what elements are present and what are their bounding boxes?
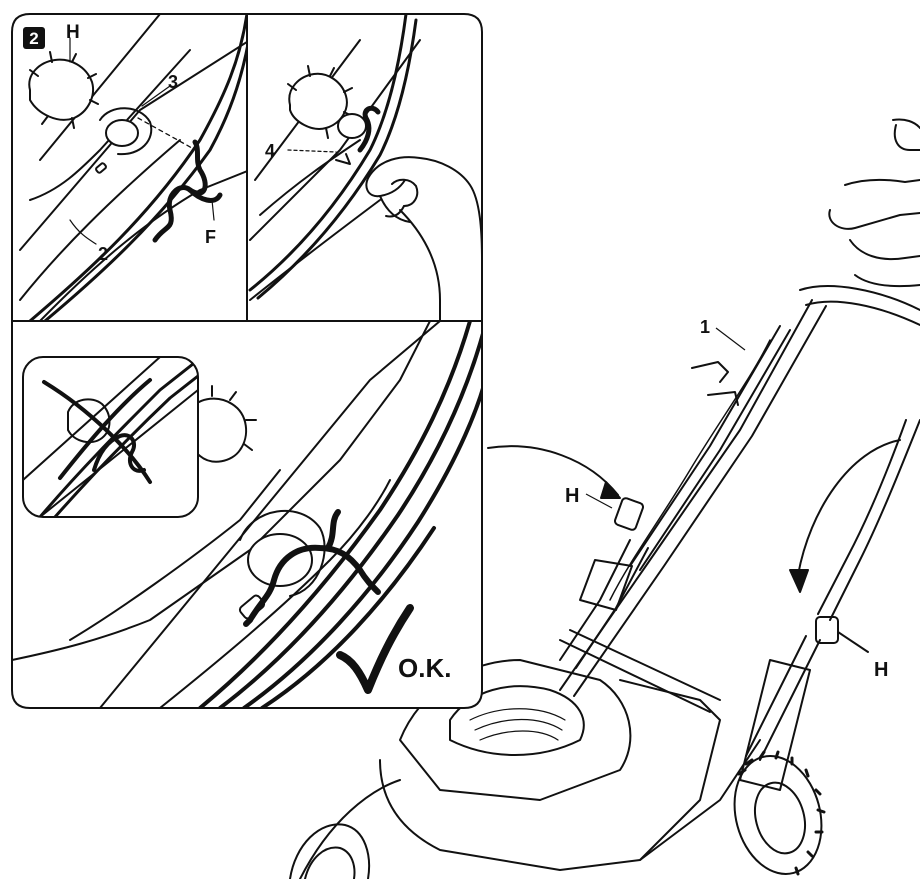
tl-handle-edge-1 <box>39 14 161 161</box>
tl-handle-body <box>29 49 191 201</box>
tl-knob-lobes <box>29 51 99 129</box>
lever <box>691 361 739 406</box>
tr-leader-4 <box>287 149 337 153</box>
handle-top-bar <box>799 285 920 326</box>
inset-cables-2 <box>53 374 198 517</box>
b-tube-edge-top <box>99 321 441 708</box>
mower-hood-inner <box>449 685 585 756</box>
b-hole <box>247 533 313 587</box>
inset-cross-2 <box>58 378 152 480</box>
tl-cable-outer-1 <box>28 14 247 321</box>
label-handle-2: 2 <box>98 244 108 264</box>
wheel-left-inner <box>304 846 356 879</box>
b-cable-band-3 <box>242 384 482 708</box>
label-knob-left: H <box>565 485 579 507</box>
tl-leader-2 <box>69 219 97 245</box>
tl-leader-3 <box>141 85 171 107</box>
wheel-left <box>289 823 371 879</box>
lower-handle-left-sleeve <box>579 559 633 611</box>
label-cable-f: F <box>205 227 216 247</box>
tr-cable-1 <box>248 14 408 292</box>
ok-label: O.K. <box>398 653 451 683</box>
handle-left-rail-2 <box>629 325 791 571</box>
inset-incorrect <box>22 356 199 518</box>
wheel-right-hub <box>754 781 806 855</box>
handle-left-rail <box>559 299 827 697</box>
mower-deck-edge <box>299 739 761 879</box>
mower-hood-grille-3 <box>479 730 559 741</box>
right-handle-upper <box>817 419 920 621</box>
inset-clip-wrong <box>92 433 146 473</box>
leader-1 <box>715 327 746 351</box>
b-wire-clip <box>247 544 381 623</box>
cable-main <box>609 339 771 601</box>
tr-knob-lobes <box>287 65 353 139</box>
knob-left-shape <box>614 497 644 531</box>
inset-cross-1 <box>42 380 152 484</box>
check-mark <box>336 604 414 694</box>
b-tube-edge-low <box>159 479 391 708</box>
tl-leader-f <box>211 199 215 221</box>
b-wire-clip-top <box>325 509 341 551</box>
hand-right-mid <box>828 178 920 288</box>
mower-body <box>379 679 721 871</box>
wheel-right-tread <box>737 750 826 876</box>
wheel-right <box>733 755 823 875</box>
fold-arrow-head <box>789 569 809 593</box>
arrow-left-head <box>600 481 621 499</box>
tr-wire-clip <box>357 105 381 153</box>
label-hole-3: 3 <box>168 72 178 92</box>
tl-hole-rim <box>99 107 153 156</box>
b-tube-edge-mid <box>12 321 431 661</box>
inset-knob <box>67 398 111 444</box>
b-cable-band-4 <box>260 526 436 708</box>
panel-top-left <box>19 14 247 321</box>
mower-hood-grille-2 <box>474 718 563 731</box>
leader-h-left <box>585 493 613 509</box>
tl-knob <box>28 58 94 121</box>
tr-handle-edge-2 <box>249 39 421 241</box>
label-handle-upper: 1 <box>700 317 710 337</box>
tl-slot <box>95 162 107 174</box>
tr-hand-finger <box>385 205 405 218</box>
knob-right-shape <box>815 616 839 644</box>
b-hole-rim <box>239 510 326 597</box>
label-knob-right: H <box>874 659 888 681</box>
arrow-left-curve <box>487 445 619 496</box>
right-sleeve <box>739 659 811 791</box>
tr-arrow <box>335 153 351 165</box>
step-number: 2 <box>29 29 38 48</box>
b-wire-clip-left <box>243 617 253 627</box>
label-clip-4: 4 <box>265 141 275 161</box>
b-cable-band-1 <box>198 321 472 708</box>
b-cable-band-2 <box>218 329 482 708</box>
tr-handle-bottom <box>249 199 381 301</box>
tr-hand <box>365 156 482 321</box>
step-badge <box>23 27 45 49</box>
tr-cable-2 <box>256 18 418 300</box>
label-knob-h: H <box>66 22 80 43</box>
hand-right-top <box>892 118 920 151</box>
tr-hole <box>337 113 367 139</box>
mower-hood-grille-1 <box>469 708 566 721</box>
tl-handle-groove <box>19 139 181 301</box>
tr-handle-body <box>259 139 361 216</box>
tl-dashed-guide <box>137 117 193 149</box>
tl-hole <box>105 119 139 147</box>
panel-top-right <box>248 14 482 321</box>
fold-arrow-curve <box>797 439 901 576</box>
b-tube-groove <box>69 469 281 641</box>
knob-right-leader <box>837 631 869 653</box>
tl-handle-bottom <box>39 170 247 321</box>
right-handle-lower <box>745 635 821 761</box>
tl-wire-clip-hook <box>187 187 223 203</box>
tl-handle-edge-2 <box>19 40 247 251</box>
tr-knob <box>288 72 348 130</box>
mower-crossbar <box>559 629 721 713</box>
